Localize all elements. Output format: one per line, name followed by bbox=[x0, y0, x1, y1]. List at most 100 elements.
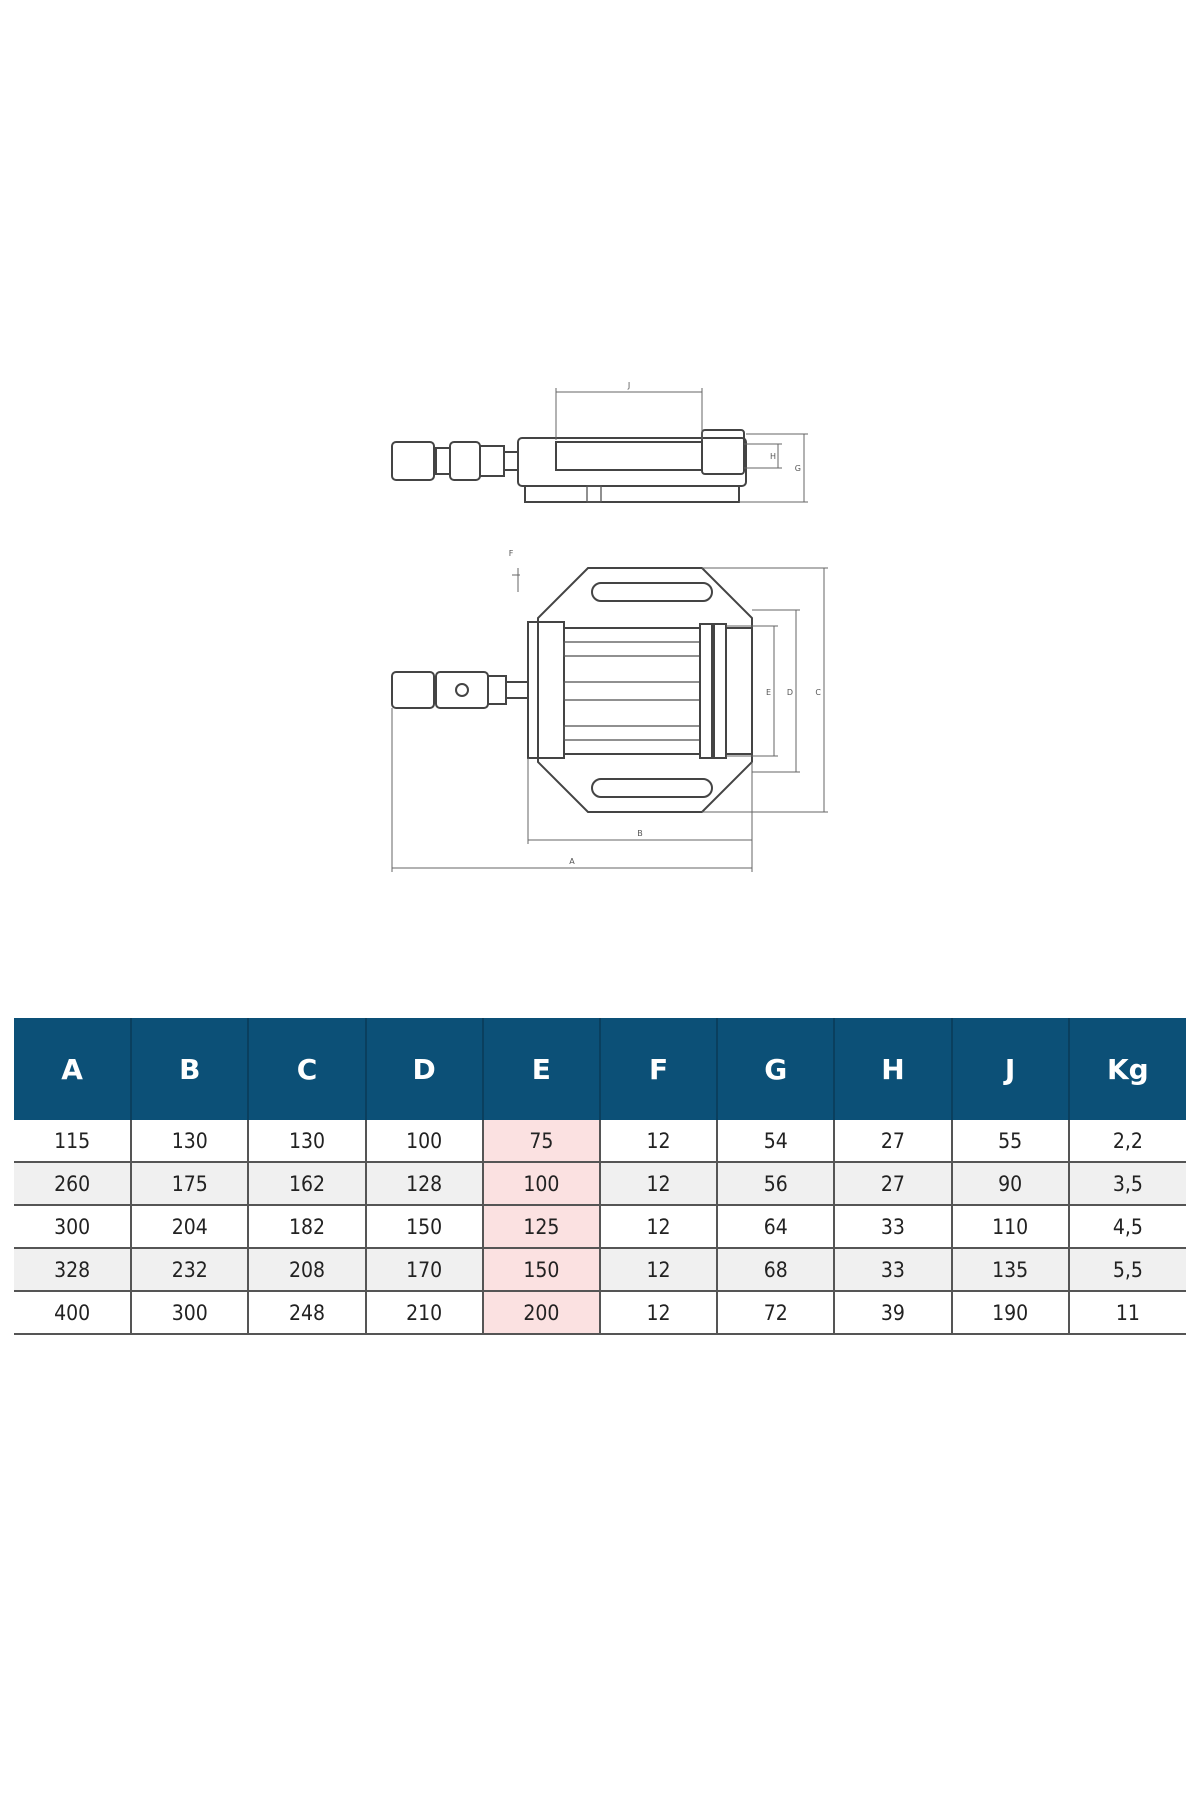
table-cell: 2,2 bbox=[1068, 1120, 1186, 1163]
table-row: 300 204 182 150 125 12 64 33 110 4,5 bbox=[14, 1205, 1186, 1249]
dim-label-a: A bbox=[569, 857, 575, 866]
top-base-plate bbox=[537, 567, 753, 813]
dim-label-b: B bbox=[637, 829, 643, 838]
header-h: H bbox=[834, 1018, 953, 1120]
side-moving-jaw bbox=[555, 441, 703, 471]
top-jaw-plate-2 bbox=[713, 623, 727, 759]
table-cell: 135 bbox=[951, 1248, 1070, 1292]
table-cell: 130 bbox=[131, 1120, 250, 1163]
table-cell: 12 bbox=[599, 1248, 719, 1292]
table-cell: 130 bbox=[248, 1120, 367, 1163]
table-cell: 210 bbox=[365, 1291, 484, 1335]
dim-label-c: C bbox=[815, 688, 821, 697]
table-cell: 72 bbox=[717, 1291, 836, 1335]
table-cell: 33 bbox=[834, 1205, 953, 1249]
header-a: A bbox=[14, 1018, 133, 1120]
table-cell: 204 bbox=[131, 1205, 250, 1249]
table-cell: 5,5 bbox=[1068, 1248, 1186, 1292]
table-cell: 300 bbox=[131, 1291, 250, 1335]
dim-label-j: J bbox=[627, 381, 630, 390]
header-e: E bbox=[482, 1018, 601, 1120]
top-screw bbox=[505, 681, 529, 699]
side-base-notch bbox=[586, 485, 602, 503]
dim-c-line bbox=[702, 567, 828, 813]
table-cell: 90 bbox=[951, 1162, 1070, 1206]
dim-label-e: E bbox=[766, 688, 771, 697]
header-f: F bbox=[599, 1018, 719, 1120]
table-cell: 248 bbox=[248, 1291, 367, 1335]
top-rail-upper bbox=[563, 641, 701, 657]
table-cell: 182 bbox=[248, 1205, 367, 1249]
top-spindle bbox=[563, 681, 701, 701]
table-cell-highlight: 100 bbox=[482, 1162, 601, 1206]
header-d: D bbox=[365, 1018, 484, 1120]
table-cell-highlight: 75 bbox=[482, 1120, 601, 1163]
table-row: 260 175 162 128 100 12 56 27 90 3,5 bbox=[14, 1162, 1186, 1206]
side-body bbox=[517, 437, 747, 487]
table-cell: 170 bbox=[365, 1248, 484, 1292]
top-slot-lower bbox=[591, 778, 713, 798]
specification-table: A B C D E F G H J Kg 115 130 130 100 75 … bbox=[14, 1018, 1186, 1335]
side-handle-knob-2 bbox=[449, 441, 481, 481]
table-cell: 4,5 bbox=[1068, 1205, 1186, 1249]
dim-e-line bbox=[726, 625, 778, 757]
side-base bbox=[524, 485, 740, 503]
side-fixed-jaw bbox=[701, 429, 745, 475]
table-cell: 55 bbox=[951, 1120, 1070, 1163]
header-kg: Kg bbox=[1068, 1018, 1186, 1120]
top-rear-block bbox=[527, 621, 565, 759]
table-cell: 27 bbox=[834, 1162, 953, 1206]
top-slot-upper bbox=[591, 582, 713, 602]
vise-top-view: F E D C B A bbox=[391, 549, 828, 872]
table-row: 115 130 130 100 75 12 54 27 55 2,2 bbox=[14, 1120, 1186, 1163]
table-cell: 150 bbox=[365, 1205, 484, 1249]
table-cell: 300 bbox=[14, 1205, 133, 1249]
table-cell: 39 bbox=[834, 1291, 953, 1335]
top-body bbox=[563, 627, 701, 755]
top-rail-lower bbox=[563, 725, 701, 741]
dim-j-line bbox=[555, 388, 703, 440]
vise-drawing-svg: J H G bbox=[391, 381, 828, 872]
dim-g-line bbox=[739, 433, 808, 503]
table-cell: 208 bbox=[248, 1248, 367, 1292]
table-cell: 260 bbox=[14, 1162, 133, 1206]
table-cell: 400 bbox=[14, 1291, 133, 1335]
top-jaw-plate-1 bbox=[699, 623, 713, 759]
dim-label-f: F bbox=[509, 549, 514, 558]
top-handle-knob-1 bbox=[391, 671, 435, 709]
dim-f-line bbox=[512, 568, 520, 592]
spec-header-row: A B C D E F G H J Kg bbox=[14, 1018, 1186, 1120]
top-handle-hole bbox=[455, 683, 469, 697]
table-cell: 110 bbox=[951, 1205, 1070, 1249]
side-handle-knob-1 bbox=[391, 441, 435, 481]
dim-label-g: G bbox=[795, 464, 801, 473]
table-cell: 100 bbox=[365, 1120, 484, 1163]
table-cell: 12 bbox=[599, 1162, 719, 1206]
vise-technical-drawing: J H G bbox=[380, 370, 880, 890]
table-cell: 190 bbox=[951, 1291, 1070, 1335]
table-cell: 128 bbox=[365, 1162, 484, 1206]
table-cell: 12 bbox=[599, 1291, 719, 1335]
side-handle-collar bbox=[479, 445, 505, 477]
dim-d-line bbox=[752, 609, 800, 773]
vise-side-view: J H G bbox=[391, 381, 808, 503]
dim-b-line bbox=[527, 758, 753, 844]
spec-table-body: 115 130 130 100 75 12 54 27 55 2,2 260 1… bbox=[14, 1120, 1186, 1335]
top-fixed-jaw bbox=[725, 627, 753, 755]
header-c: C bbox=[248, 1018, 367, 1120]
table-cell: 175 bbox=[131, 1162, 250, 1206]
table-cell: 64 bbox=[717, 1205, 836, 1249]
table-row: 328 232 208 170 150 12 68 33 135 5,5 bbox=[14, 1248, 1186, 1292]
dim-h-line bbox=[744, 443, 782, 469]
table-cell: 162 bbox=[248, 1162, 367, 1206]
table-cell: 115 bbox=[14, 1120, 133, 1163]
header-b: B bbox=[131, 1018, 250, 1120]
table-cell-highlight: 125 bbox=[482, 1205, 601, 1249]
dim-a-line bbox=[391, 708, 753, 872]
table-cell-highlight: 200 bbox=[482, 1291, 601, 1335]
table-cell: 328 bbox=[14, 1248, 133, 1292]
table-cell-highlight: 150 bbox=[482, 1248, 601, 1292]
table-cell: 56 bbox=[717, 1162, 836, 1206]
spec-table-head: A B C D E F G H J Kg bbox=[14, 1018, 1186, 1120]
table-cell: 27 bbox=[834, 1120, 953, 1163]
